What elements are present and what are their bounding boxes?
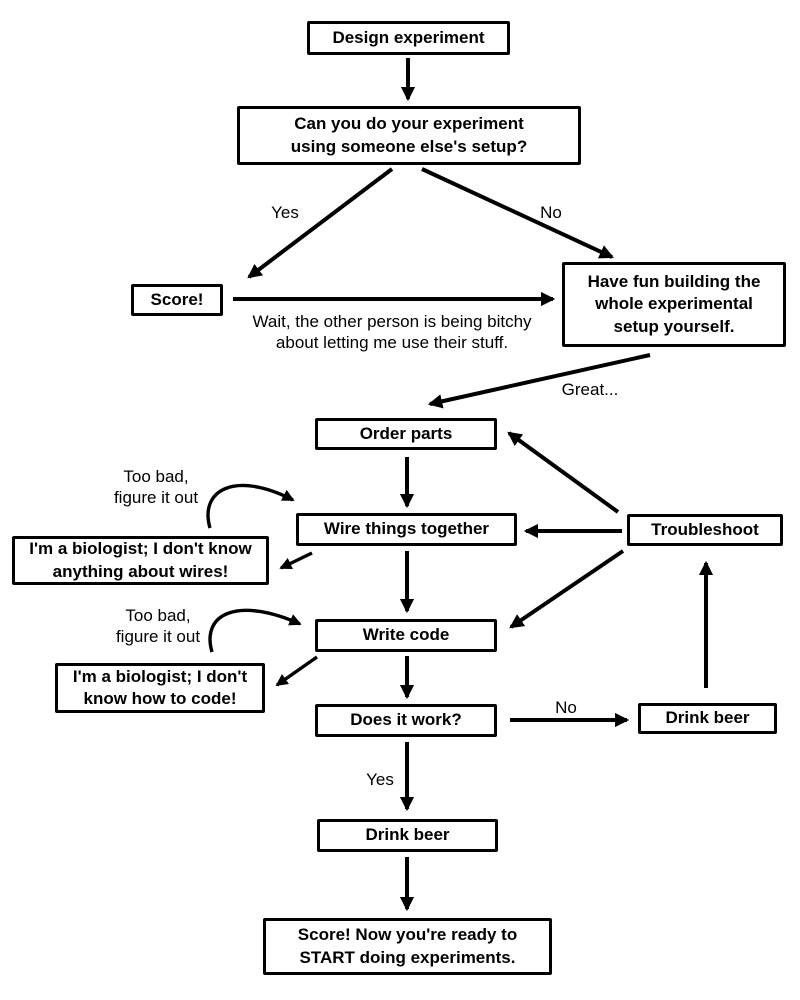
flow-node-design-experiment: Design experiment bbox=[307, 21, 510, 55]
arrow-troubleshoot-to-writecode bbox=[509, 549, 625, 629]
edge-label-yes-top: Yes bbox=[271, 203, 299, 222]
arrow-toobad-to-writecode-curve bbox=[208, 608, 302, 653]
flow-node-does-it-work: Does it work? bbox=[315, 704, 497, 737]
flow-node-biologist-wires: I'm a biologist; I don't know anything a… bbox=[12, 536, 269, 585]
flow-node-have-fun-building: Have fun building the whole experimental… bbox=[562, 262, 786, 347]
arrow-havefun-to-orderparts-great bbox=[427, 353, 651, 409]
arrow-question-to-score-yes bbox=[247, 167, 394, 279]
edge-label-no-top: No bbox=[540, 203, 562, 222]
arrow-writecode-to-biologist-code bbox=[275, 655, 318, 687]
flow-node-drink-beer-loop: Drink beer bbox=[638, 703, 777, 734]
flow-node-question-setup: Can you do your experiment using someone… bbox=[237, 106, 581, 165]
edge-label-great: Great... bbox=[561, 380, 619, 399]
flow-node-biologist-code: I'm a biologist; I don't know how to cod… bbox=[55, 663, 265, 713]
arrow-wire-to-biologist-wires bbox=[279, 551, 313, 570]
edge-label-too-bad-wires: Too bad, figure it out bbox=[113, 467, 199, 508]
flow-node-score: Score! bbox=[131, 284, 223, 316]
edge-label-yes-work: Yes bbox=[366, 770, 394, 789]
arrow-toobad-to-wire-curve bbox=[206, 483, 295, 529]
edge-label-wait-excuse: Wait, the other person is being bitchy a… bbox=[252, 312, 532, 353]
flow-node-troubleshoot: Troubleshoot bbox=[627, 514, 783, 546]
flow-node-score-final: Score! Now you're ready to START doing e… bbox=[263, 918, 552, 975]
arrow-question-to-havefun-no bbox=[421, 167, 614, 259]
edge-label-no-work: No bbox=[555, 698, 577, 717]
flow-node-drink-beer-final: Drink beer bbox=[317, 819, 498, 852]
flow-node-wire-things: Wire things together bbox=[296, 513, 517, 546]
edge-label-too-bad-code: Too bad, figure it out bbox=[115, 606, 201, 647]
arrow-troubleshoot-to-orderparts bbox=[507, 431, 620, 514]
flow-node-write-code: Write code bbox=[315, 619, 497, 652]
flow-node-order-parts: Order parts bbox=[315, 418, 497, 450]
